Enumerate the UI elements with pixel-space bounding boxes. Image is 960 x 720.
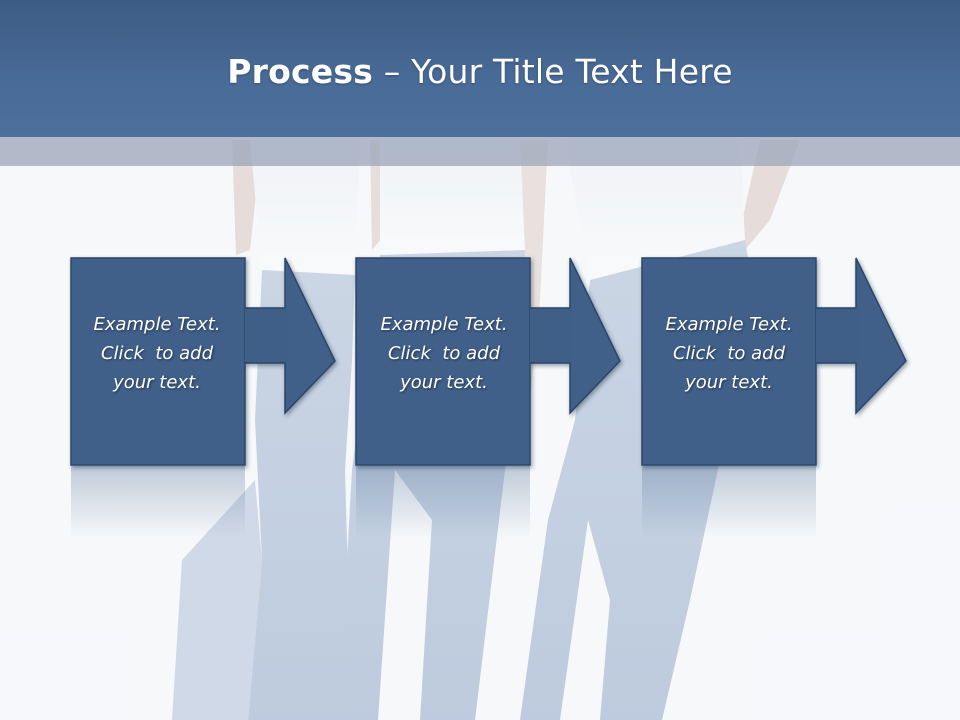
process-step-2[interactable]	[355, 257, 621, 538]
step-3-arrow-icon	[815, 257, 907, 415]
step-2-arrow-icon	[529, 257, 621, 415]
step-1-arrow-icon	[244, 257, 336, 415]
step-1-line-2: Click to add	[100, 343, 213, 364]
step-2-box	[355, 257, 531, 466]
step-1-line-1: Example Text.	[93, 314, 221, 335]
step-3-line-3: your text.	[685, 372, 773, 393]
step-2-connector	[530, 309, 572, 362]
header-accent-band	[0, 137, 960, 166]
step-3-connector	[816, 309, 858, 362]
step-2-line-1: Example Text.	[380, 314, 508, 335]
step-2-line-2: Click to add	[387, 343, 500, 364]
slide-title[interactable]: Process – Your Title Text Here	[0, 52, 960, 91]
step-3-box	[641, 257, 817, 466]
step-3-reflection	[642, 466, 816, 538]
step-2-line-3: your text.	[400, 372, 488, 393]
step-1-reflection	[71, 466, 245, 538]
process-step-3[interactable]	[641, 257, 907, 538]
step-3-text[interactable]: Example Text. Click to add your text.	[643, 310, 815, 397]
step-1-line-3: your text.	[113, 372, 201, 393]
process-step-1[interactable]	[70, 257, 336, 538]
step-1-text[interactable]: Example Text. Click to add your text.	[71, 310, 243, 397]
step-2-text[interactable]: Example Text. Click to add your text.	[358, 310, 530, 397]
step-1-connector	[245, 309, 287, 362]
title-bar: Process – Your Title Text Here	[0, 0, 960, 137]
step-3-line-2: Click to add	[672, 343, 785, 364]
step-3-line-1: Example Text.	[665, 314, 793, 335]
title-bold-text: Process	[227, 52, 374, 91]
step-2-reflection	[356, 466, 530, 538]
step-1-box	[70, 257, 246, 466]
title-rest-text: – Your Title Text Here	[373, 52, 733, 91]
